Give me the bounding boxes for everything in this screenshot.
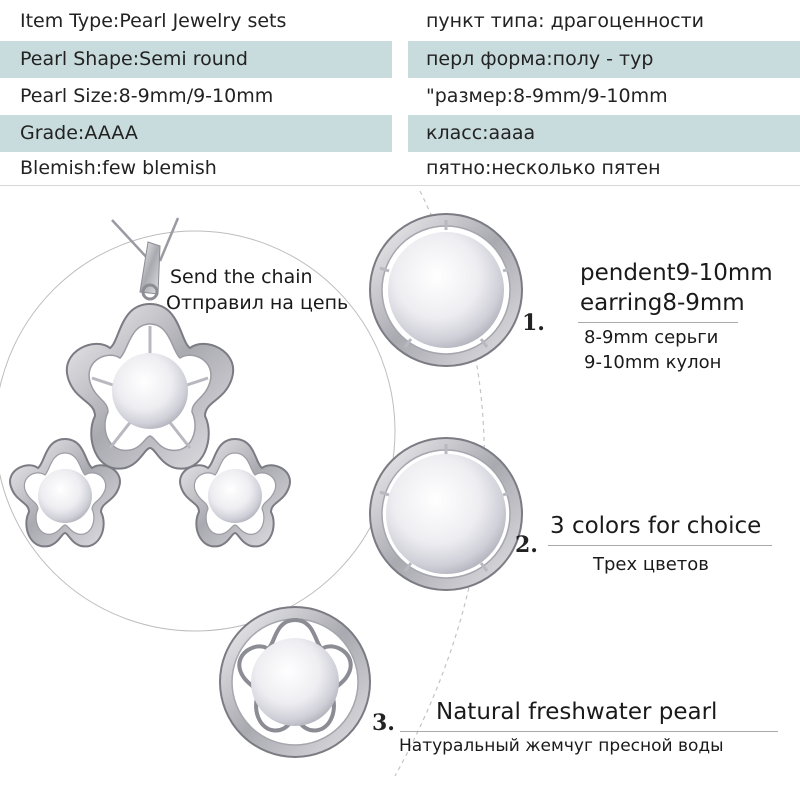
- feature-3-underline: [400, 731, 778, 732]
- feature-number-1: 1.: [522, 310, 545, 336]
- product-showcase: Send the chain Отправил на цепь 1. pende…: [0, 186, 800, 800]
- spec-label-ru: класс:аааа: [408, 115, 800, 152]
- feature-3-title: Natural freshwater pearl: [436, 699, 718, 725]
- feature-2-sub1: Трех цветов: [593, 554, 709, 575]
- earring-round-1: [369, 213, 523, 367]
- spec-row-pearl-shape: Pearl Shape:Semi round перл форма:полу -…: [0, 41, 800, 78]
- feature-2-underline: [548, 545, 772, 546]
- showcase-graphics: [0, 190, 523, 777]
- chain-right: [158, 217, 180, 262]
- pendant-flower: [65, 302, 235, 470]
- spec-row-pearl-size: Pearl Size:8-9mm/9-10mm "размер:8-9mm/9-…: [0, 78, 800, 115]
- spec-label-en: Grade:AAAA: [0, 115, 392, 152]
- spec-label-ru: пятно:несколько пятен: [426, 157, 661, 179]
- earring-right: [179, 437, 291, 548]
- earring-round-2: [369, 437, 523, 591]
- spec-label-ru: перл форма:полу - тур: [408, 41, 800, 78]
- spec-label-ru: пункт типа: драгоценности: [426, 10, 704, 32]
- spec-row-blemish: Blemish:few blemish пятно:несколько пяте…: [0, 150, 800, 187]
- feature-1-sub2: 9-10mm кулон: [584, 352, 722, 373]
- spec-row-grade: Grade:AAAA класс:аааа: [0, 115, 800, 152]
- earring-flower-3: [219, 606, 371, 758]
- feature-1-underline: [578, 322, 738, 323]
- spec-row-item-type: Item Type:Pearl Jewelry sets пункт типа:…: [0, 3, 800, 40]
- pendant-pearl: [112, 353, 188, 429]
- feature-1-title: pendent9-10mm: [580, 260, 773, 286]
- feature-number-2: 2.: [515, 532, 538, 558]
- spec-label-en: Blemish:few blemish: [20, 157, 217, 179]
- feature-number-3: 3.: [372, 710, 395, 736]
- feature-3-sub1: Натуральный жемчуг пресной воды: [399, 736, 724, 756]
- chain-note-ru: Отправил на цепь: [166, 292, 349, 314]
- feature-1-sub1: 8-9mm серьги: [584, 327, 719, 348]
- spec-label-en: Pearl Shape:Semi round: [0, 41, 392, 78]
- spec-label-ru: "размер:8-9mm/9-10mm: [426, 85, 668, 107]
- feature-1-title2: earring8-9mm: [580, 290, 745, 316]
- spec-label-en: Item Type:Pearl Jewelry sets: [20, 10, 287, 32]
- feature-2-title: 3 colors for choice: [550, 513, 762, 539]
- chain-left: [111, 219, 151, 262]
- table-divider: [0, 185, 800, 186]
- chain-note-en: Send the chain: [170, 266, 313, 288]
- spec-table: Item Type:Pearl Jewelry sets пункт типа:…: [0, 0, 800, 186]
- set-frame-circle: [0, 230, 396, 632]
- earring-left: [9, 437, 121, 548]
- spec-label-en: Pearl Size:8-9mm/9-10mm: [20, 85, 274, 107]
